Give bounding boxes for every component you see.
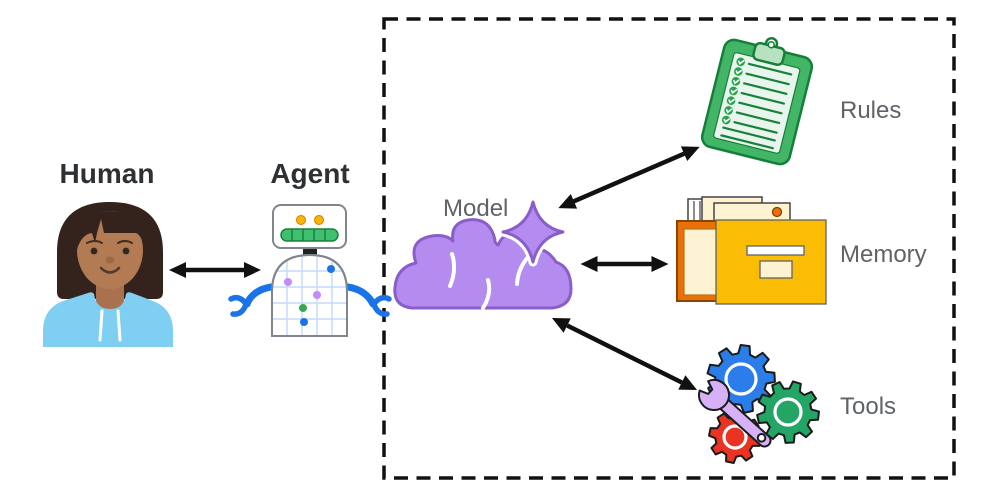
model-cloud-icon: [393, 197, 573, 310]
arrow-human-agent: [169, 262, 261, 278]
rules-clipboard-icon: [700, 37, 814, 166]
robot-left-arm: [243, 283, 275, 308]
agent-label: Agent: [270, 158, 350, 189]
robot-body: [271, 253, 348, 337]
robot-mouth: [280, 228, 339, 242]
wrench-icon: [698, 379, 772, 448]
tools-label: Tools: [840, 393, 897, 420]
model-label: Model: [443, 195, 509, 222]
human-label: Human: [59, 158, 155, 189]
agent-boundary-box: [382, 17, 956, 480]
robot-right-arm: [344, 283, 377, 308]
robot-eye: [296, 215, 306, 225]
gear-green: [756, 380, 820, 444]
agent-robot-icon: [228, 204, 392, 337]
arrow-model-memory: [580, 256, 669, 272]
tools-gears-icon: [698, 344, 820, 464]
robot-eye: [314, 215, 324, 225]
memory-label: Memory: [840, 241, 927, 268]
arrow-model-tools: [551, 317, 698, 391]
memory-folder-icon: [676, 196, 827, 305]
rules-label: Rules: [840, 97, 902, 124]
human-icon: [43, 202, 173, 347]
arrow-model-rules: [558, 146, 700, 209]
